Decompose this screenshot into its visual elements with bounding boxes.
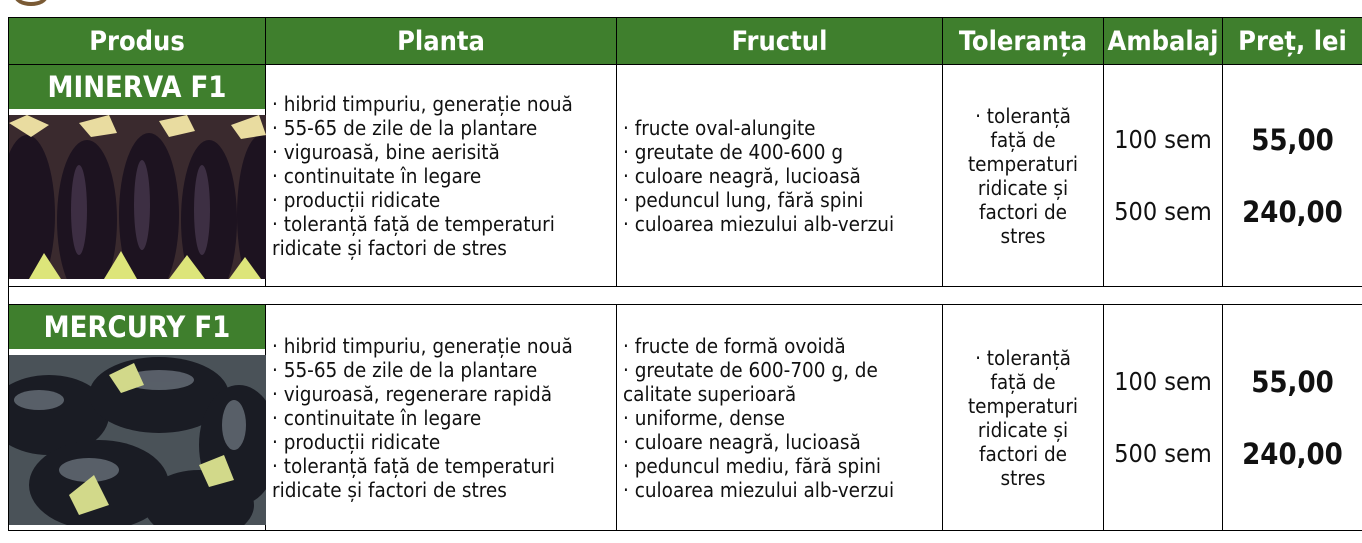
fructul-item: · peduncul mediu, fără spini bbox=[623, 453, 882, 478]
planta-item: · toleranță față de temperaturi ridicate… bbox=[272, 211, 555, 260]
fructul-item: · culoarea miezului alb-verzui bbox=[623, 477, 895, 502]
planta-item: · producții ridicate bbox=[272, 187, 441, 212]
product-row: MERCURY F1 bbox=[0, 304, 1362, 540]
fructul-item: · greutate de 400-600 g bbox=[623, 139, 844, 164]
planta-item: · viguroasă, bine aerisită bbox=[272, 139, 500, 164]
fructul-cell: · fructe de formă ovoidă · greutate de 6… bbox=[616, 304, 943, 531]
product-cell: MERCURY F1 bbox=[0, 304, 279, 540]
planta-item: · producții ridicate bbox=[272, 429, 441, 454]
header-toleranta: Toleranța bbox=[942, 17, 1104, 65]
price-value: 55,00 bbox=[1251, 122, 1334, 157]
planta-item: · 55-65 de zile de la plantare bbox=[272, 115, 538, 140]
ambalaj-cell: 100 sem 500 sem bbox=[1103, 64, 1223, 287]
header-row: Produs Planta Fructul Toleranța Ambalaj … bbox=[8, 17, 1362, 65]
fructul-item: · greutate de 600-700 g, de calitate sup… bbox=[623, 357, 878, 406]
package-size: 100 sem bbox=[1114, 366, 1212, 396]
package-size: 500 sem bbox=[1114, 196, 1212, 226]
header-fructul: Fructul bbox=[616, 17, 943, 65]
price-value: 240,00 bbox=[1242, 436, 1343, 471]
toleranta-cell: · toleranță față de temperaturi ridicate… bbox=[942, 64, 1104, 287]
eggplant-photo-icon bbox=[0, 355, 279, 540]
fructul-item: · culoare neagră, lucioasă bbox=[623, 163, 861, 188]
pret-cell: 55,00 240,00 bbox=[1222, 64, 1362, 287]
package-size: 500 sem bbox=[1114, 438, 1212, 468]
planta-item: · hibrid timpuriu, generație nouă bbox=[272, 333, 573, 358]
planta-cell: · hibrid timpuriu, generație nouă · 55-6… bbox=[265, 304, 617, 531]
fructul-item: · culoarea miezului alb-verzui bbox=[623, 211, 895, 236]
price-value: 55,00 bbox=[1251, 364, 1334, 399]
product-price-table: Produs Planta Fructul Toleranța Ambalaj … bbox=[0, 17, 1362, 540]
header-produs: Produs bbox=[8, 17, 266, 65]
eggplant-photo-icon bbox=[0, 115, 285, 300]
fructul-item: · uniforme, dense bbox=[623, 405, 785, 430]
planta-item: · toleranță față de temperaturi ridicate… bbox=[272, 453, 555, 502]
product-row: MINERVA F1 bbox=[0, 64, 1362, 300]
price-value: 240,00 bbox=[1242, 194, 1343, 229]
planta-item: · hibrid timpuriu, generație nouă bbox=[272, 91, 573, 116]
fructul-cell: · fructe oval-alungite · greutate de 400… bbox=[616, 64, 943, 287]
planta-item: · viguroasă, regenerare rapidă bbox=[272, 381, 553, 406]
toleranta-cell: · toleranță față de temperaturi ridicate… bbox=[942, 304, 1104, 531]
header-planta: Planta bbox=[265, 17, 617, 65]
fructul-item: · fructe oval-alungite bbox=[623, 115, 816, 140]
product-name: MERCURY F1 bbox=[9, 305, 265, 349]
ambalaj-cell: 100 sem 500 sem bbox=[1103, 304, 1223, 531]
pret-cell: 55,00 240,00 bbox=[1222, 304, 1362, 531]
fructul-item: · fructe de formă ovoidă bbox=[623, 333, 846, 358]
product-cell: MINERVA F1 bbox=[0, 64, 285, 300]
product-name: MINERVA F1 bbox=[9, 65, 265, 109]
planta-item: · continuitate în legare bbox=[272, 405, 482, 430]
fructul-item: · culoare neagră, lucioasă bbox=[623, 429, 861, 454]
logo-icon bbox=[14, 0, 48, 6]
planta-item: · 55-65 de zile de la plantare bbox=[272, 357, 538, 382]
fructul-item: · peduncul lung, fără spini bbox=[623, 187, 864, 212]
header-pret: Preț, lei bbox=[1222, 17, 1362, 65]
planta-cell: · hibrid timpuriu, generație nouă · 55-6… bbox=[265, 64, 617, 287]
header-ambalaj: Ambalaj bbox=[1103, 17, 1223, 65]
package-size: 100 sem bbox=[1114, 124, 1212, 154]
planta-item: · continuitate în legare bbox=[272, 163, 482, 188]
separator-row bbox=[8, 286, 1362, 305]
